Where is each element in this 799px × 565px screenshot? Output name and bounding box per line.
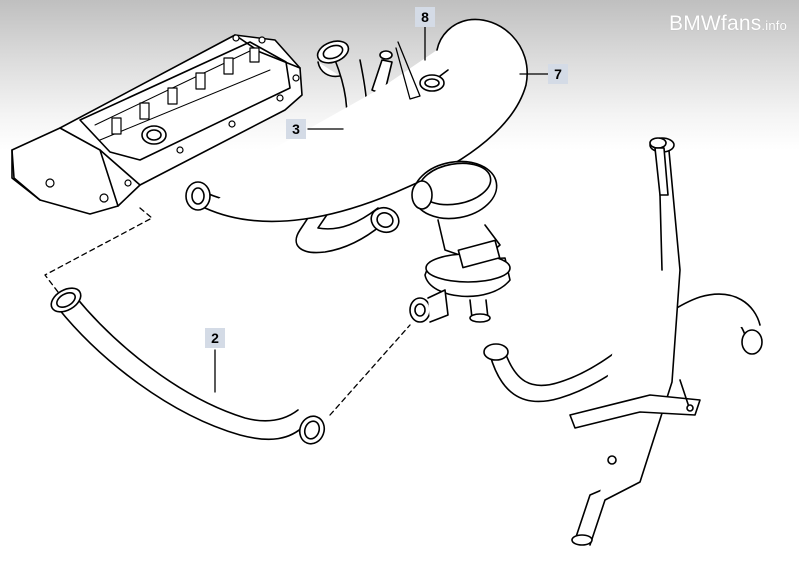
site-watermark: BMWfans.info	[669, 12, 787, 36]
callout-part-2: 2	[205, 328, 225, 348]
leader-lines	[214, 26, 549, 393]
watermark-suffix: .info	[761, 18, 787, 33]
clamp-part-8	[419, 69, 449, 92]
dipstick-tube	[569, 137, 701, 546]
callout-part-7: 7	[548, 64, 568, 84]
hose-part-2	[50, 287, 326, 445]
cylinder-head-cover	[11, 34, 303, 215]
callout-part-3: 3	[286, 119, 306, 139]
callout-part-8: 8	[415, 7, 435, 27]
connector-lines	[44, 207, 411, 416]
dipstick-handle	[649, 137, 669, 271]
hose-part-7	[185, 18, 528, 223]
oil-separator-valve	[409, 160, 511, 323]
watermark-brand: BMWfans	[669, 12, 762, 35]
